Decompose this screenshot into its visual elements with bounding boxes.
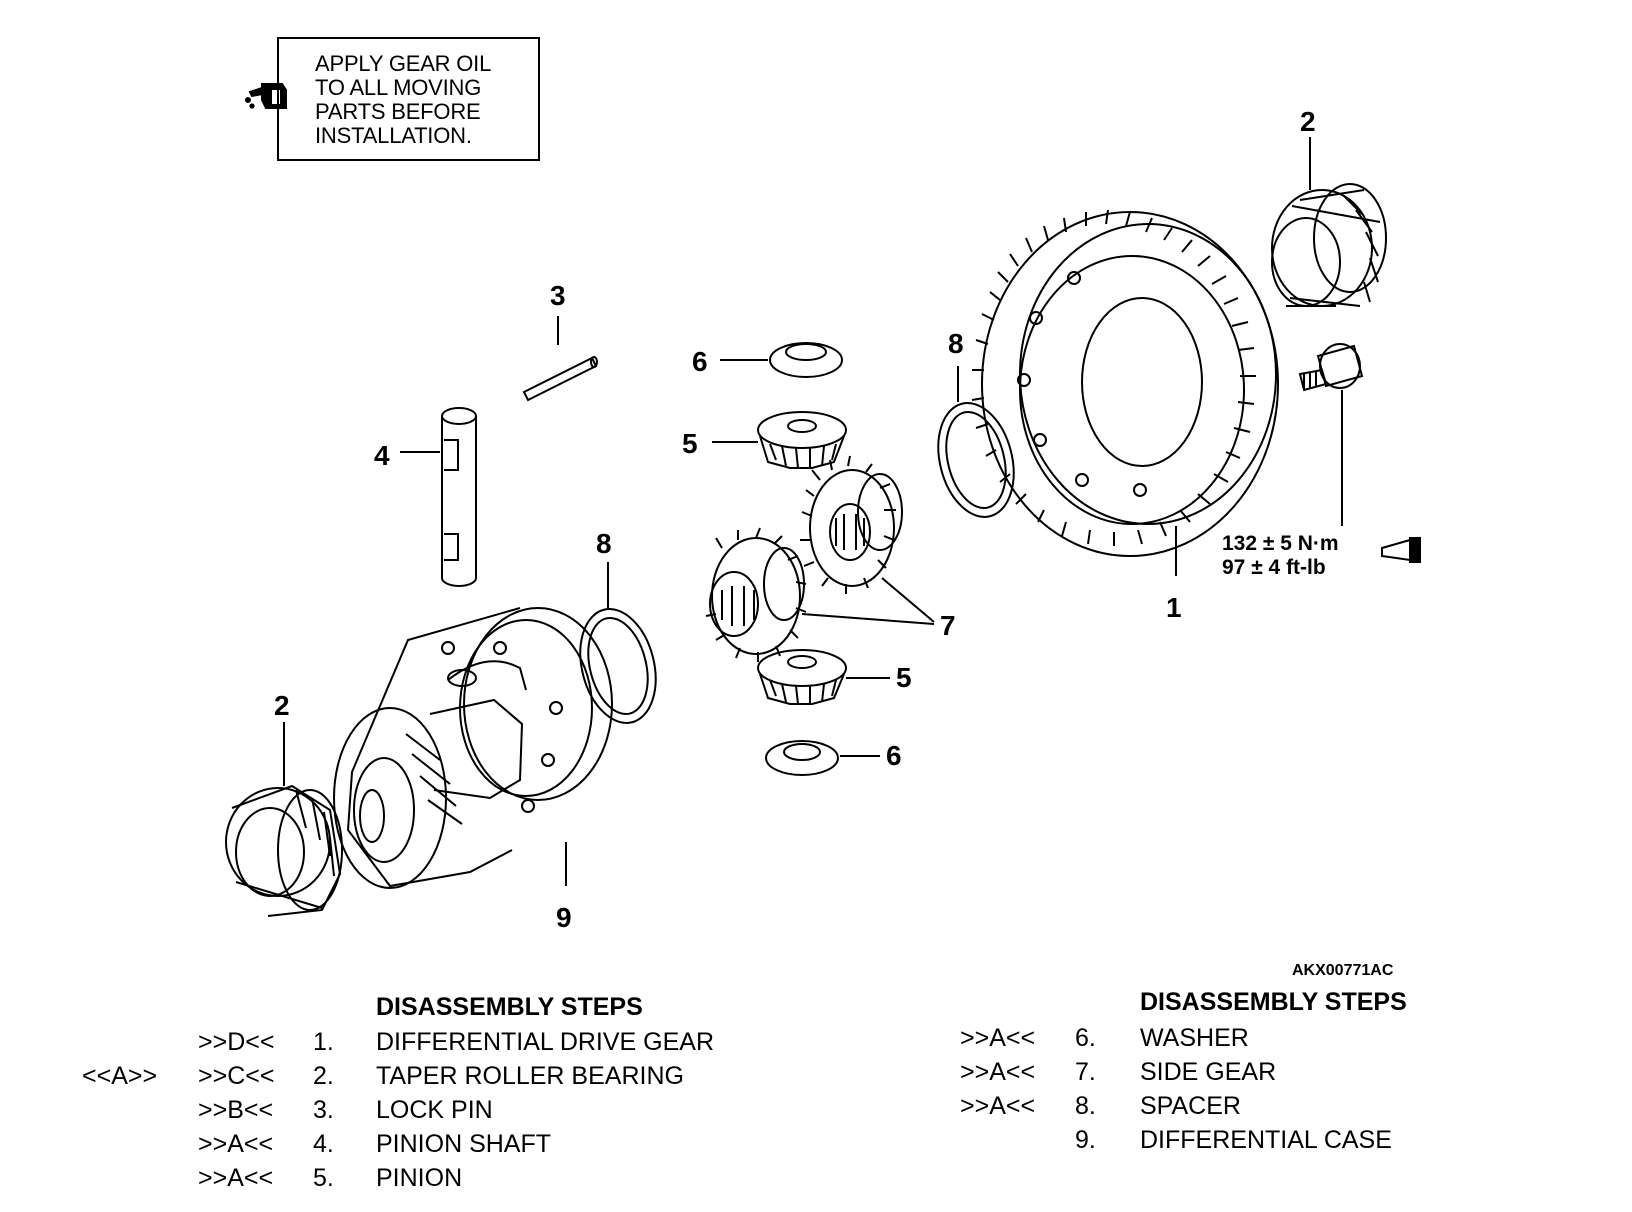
washer-top	[720, 342, 843, 378]
step-mark: >>A<<	[960, 1092, 1036, 1120]
step-name: PINION SHAFT	[376, 1130, 552, 1158]
step-mark: >>A<<	[960, 1024, 1036, 1052]
step-name: PINION	[376, 1164, 463, 1192]
taper-roller-bearing-top	[1271, 137, 1387, 307]
taper-roller-bearing-bottom	[225, 722, 343, 917]
step-number: 9.	[1075, 1126, 1096, 1154]
callout-9: 9	[556, 902, 572, 933]
step-mark: >>A<<	[198, 1164, 274, 1192]
gear-bolt	[1298, 343, 1364, 526]
callout-4: 4	[374, 440, 390, 471]
gear-oil-note: APPLY GEAR OIL TO ALL MOVING PARTS BEFOR…	[277, 37, 540, 161]
callout-6-top: 6	[692, 346, 708, 377]
step-name: DIFFERENTIAL DRIVE GEAR	[376, 1028, 715, 1056]
step-name: DIFFERENTIAL CASE	[1140, 1126, 1392, 1154]
step-name: LOCK PIN	[376, 1096, 493, 1124]
callout-6-bottom: 6	[886, 740, 902, 771]
pinion-shaft	[400, 407, 477, 587]
callout-5-top: 5	[682, 428, 698, 459]
callout-5-bottom: 5	[896, 662, 912, 693]
washer-bottom	[765, 740, 880, 776]
pinion-top	[712, 411, 847, 469]
note-line-1: APPLY GEAR OIL	[315, 51, 492, 76]
step-name: WASHER	[1140, 1024, 1249, 1052]
step-number: 4.	[313, 1130, 334, 1158]
steps-left-heading: DISASSEMBLY STEPS	[376, 993, 643, 1021]
step-number: 7.	[1075, 1058, 1096, 1086]
differential-drive-gear	[971, 209, 1279, 576]
callout-8-left: 8	[596, 528, 612, 559]
step-number: 6.	[1075, 1024, 1096, 1052]
callout-2-top: 2	[1300, 106, 1316, 137]
step-mark: >>A<<	[198, 1130, 274, 1158]
lock-pin	[522, 316, 598, 402]
note-line-4: INSTALLATION.	[315, 123, 472, 148]
sealant-tube-icon	[1381, 537, 1421, 563]
step-mark: >>B<<	[198, 1096, 274, 1124]
pinion-bottom	[757, 649, 890, 705]
torque-imperial: 97 ± 4 ft-lb	[1222, 556, 1326, 579]
step-number: 1.	[313, 1028, 334, 1056]
step-number: 2.	[313, 1062, 334, 1090]
callout-3: 3	[550, 280, 566, 311]
step-name: TAPER ROLLER BEARING	[376, 1062, 684, 1090]
step-name: SIDE GEAR	[1140, 1058, 1277, 1086]
step-number: 8.	[1075, 1092, 1096, 1120]
callout-1: 1	[1166, 592, 1182, 623]
step-mark: >>D<<	[198, 1028, 275, 1056]
step-name: SPACER	[1140, 1092, 1241, 1120]
torque-metric: 132 ± 5 N·m	[1222, 532, 1339, 555]
steps-right-heading: DISASSEMBLY STEPS	[1140, 988, 1407, 1016]
step-number: 5.	[313, 1164, 334, 1192]
step-mark: >>A<<	[960, 1058, 1036, 1086]
side-gear-lower	[705, 527, 935, 662]
step-pre: <<A>>	[82, 1062, 158, 1090]
spacer-left	[579, 562, 657, 724]
note-line-3: PARTS BEFORE	[315, 99, 481, 124]
step-mark: >>C<<	[198, 1062, 275, 1090]
callout-7: 7	[940, 610, 956, 641]
spacer-right	[937, 366, 1015, 518]
step-number: 3.	[313, 1096, 334, 1124]
figure-code: AKX00771AC	[1292, 962, 1394, 979]
side-gear-upper	[800, 455, 903, 594]
differential-case	[333, 607, 613, 889]
callout-2-bottom: 2	[274, 690, 290, 721]
note-line-2: TO ALL MOVING	[315, 75, 482, 100]
callout-8-right: 8	[948, 328, 964, 359]
